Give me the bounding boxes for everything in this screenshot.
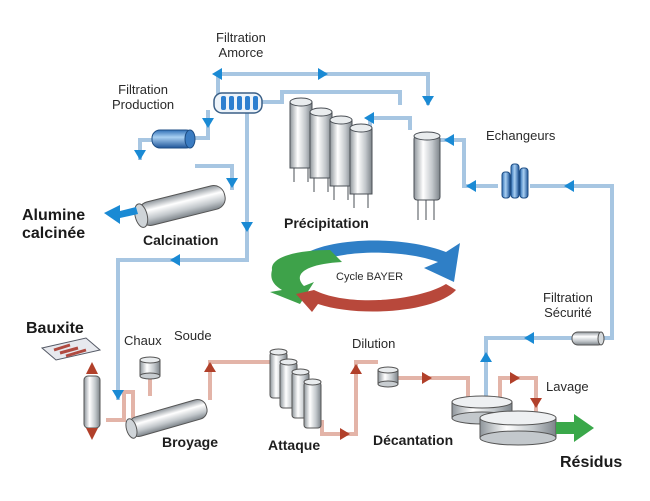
arrow-tank-left xyxy=(444,134,454,146)
amorce-filter xyxy=(213,92,263,114)
echangeurs-label: Echangeurs xyxy=(486,128,556,143)
attaque-label: Attaque xyxy=(268,437,321,453)
attaque-digesters xyxy=(269,348,322,429)
cycle-bayer-label: Cycle BAYER xyxy=(336,271,404,283)
cycle-bayer xyxy=(270,240,460,312)
filtration-amorce-label: Filtration Amorce xyxy=(216,30,266,60)
broyage-mill xyxy=(125,398,208,439)
alumine-output-arrow xyxy=(104,205,138,224)
arrow-top-right xyxy=(318,68,328,80)
pipe-attaque-out xyxy=(320,360,378,436)
residus-output-arrow xyxy=(556,414,594,442)
pipe-exchanger-to-tank xyxy=(440,138,498,188)
production-filter xyxy=(151,129,196,149)
arrow-up-decantation xyxy=(480,352,492,362)
securite-filter xyxy=(571,331,605,346)
arrow-precip-link xyxy=(364,112,374,124)
cycle-blue-arrow xyxy=(300,240,460,282)
calcination-label: Calcination xyxy=(143,232,219,248)
classifier-tank xyxy=(413,131,441,220)
dilution-tank xyxy=(377,366,399,388)
precipitation-tanks xyxy=(289,97,373,208)
alumine-calcinee-label: Alumine calcinée xyxy=(22,207,86,242)
soude-label: Soude xyxy=(174,328,212,343)
red-arrows xyxy=(204,362,542,440)
arrow-attaque-out xyxy=(340,428,350,440)
pipe-main-vertical xyxy=(116,112,249,400)
dilution-label: Dilution xyxy=(352,336,396,351)
filtration-production-label: Filtration Production xyxy=(112,82,175,112)
pipe-soude xyxy=(208,360,270,400)
heat-exchangers xyxy=(501,163,529,199)
arrow-right-return xyxy=(564,180,574,192)
bauxite-pile xyxy=(40,337,102,361)
lavage-label: Lavage xyxy=(546,379,589,394)
precip-tank-1 xyxy=(289,97,313,182)
arrow-down-bauxite xyxy=(112,390,124,400)
arrow-calcination-return xyxy=(170,254,180,266)
arrow-securite-left xyxy=(524,332,534,344)
pipe-bauxite-to-broyage xyxy=(106,390,135,422)
residus-label: Résidus xyxy=(560,454,623,471)
arrow-down-production xyxy=(202,118,214,128)
arrow-dilution-up xyxy=(350,364,362,374)
decantation-thickeners xyxy=(451,395,557,446)
arrow-exchanger-left xyxy=(466,180,476,192)
output-arrows xyxy=(104,205,594,442)
precip-tank-3 xyxy=(329,115,353,200)
blue-pipes xyxy=(116,72,614,400)
pipe-dilution-out xyxy=(398,376,470,402)
chaux-label: Chaux xyxy=(124,333,162,348)
arrow-amorce-left xyxy=(212,68,222,80)
chaux-tank xyxy=(139,356,161,380)
pipe-securite xyxy=(484,336,572,398)
arrow-soude-up xyxy=(204,362,216,372)
arrow-dilution-right xyxy=(422,372,432,384)
decantation-label: Décantation xyxy=(373,432,454,448)
filtration-securite-label: Filtration Sécurité xyxy=(543,290,593,320)
precipitation-label: Précipitation xyxy=(284,215,369,231)
bauxite-feeder xyxy=(83,362,101,440)
bauxite-label: Bauxite xyxy=(26,320,84,337)
arrow-down-main xyxy=(241,222,253,232)
arrow-down-calcination-feed xyxy=(226,178,238,188)
calcination-kiln xyxy=(134,185,226,228)
pipe-filter-to-vessels xyxy=(262,90,402,105)
arrow-down-left-production xyxy=(134,150,146,160)
arrow-down-right-top xyxy=(422,96,434,106)
arrow-lavage-down xyxy=(530,398,542,408)
cycle-red-arrow xyxy=(296,284,456,312)
broyage-label: Broyage xyxy=(162,434,219,450)
arrow-lavage-right xyxy=(510,372,520,384)
thickener-2 xyxy=(479,410,557,446)
pipe-precip-link xyxy=(368,116,412,140)
blue-arrows xyxy=(112,68,574,400)
cycle-green-arrow xyxy=(270,250,342,304)
precip-tank-4 xyxy=(349,123,373,208)
precip-tank-2 xyxy=(309,107,333,192)
